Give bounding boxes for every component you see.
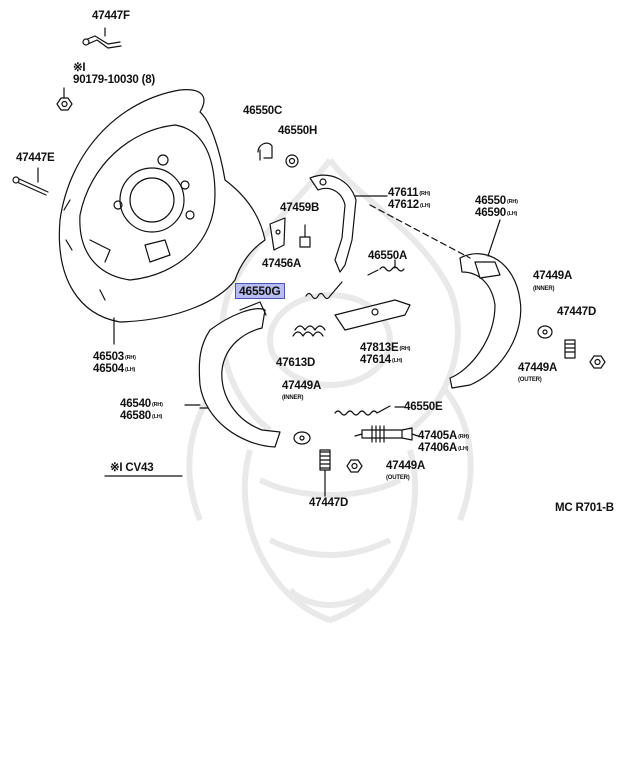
strut-47813e <box>334 299 411 331</box>
label-46550e: 46550E <box>404 401 443 413</box>
clip-47447f <box>82 27 122 49</box>
clip-46550c <box>257 142 273 161</box>
brake-shoe-46540 <box>184 301 281 448</box>
label-46550: 46550(RH) <box>475 195 518 207</box>
label-46540: 46540(RH) <box>120 398 163 410</box>
label-47612: 47612(LH) <box>388 199 431 211</box>
label-47613d: 47613D <box>276 357 316 369</box>
washer-47449a-outer-bottom <box>346 459 363 473</box>
label-47447f: 47447F <box>92 10 130 22</box>
diagram-code: MC R701-B <box>555 502 614 514</box>
label-outer-bottom: (OUTER) <box>386 475 410 481</box>
label-46590: 46590(LH) <box>475 207 518 219</box>
label-47406a: 47406A(LH) <box>418 442 469 454</box>
label-47813e: 47813E(RH) <box>360 342 411 354</box>
label-inner-right: (INNER) <box>533 286 555 292</box>
label-inner-mid: (INNER) <box>282 395 304 401</box>
label-46503: 46503(RH) <box>93 351 136 363</box>
label-46550h: 46550H <box>278 125 318 137</box>
label-47459b: 47459B <box>280 202 320 214</box>
label-46504: 46504(LH) <box>93 363 136 375</box>
nut-90179 <box>56 87 73 111</box>
spring-46550a <box>367 259 405 276</box>
bracket-47456a <box>269 217 286 251</box>
label-47405a: 47405A(RH) <box>418 430 469 442</box>
label-47614: 47614(LH) <box>360 354 403 366</box>
note-cv43: ※I CV43 <box>110 462 154 474</box>
clip-47613d <box>292 325 326 337</box>
spring-46550g <box>305 281 343 300</box>
lever-47611 <box>309 174 388 273</box>
label-47449a-right: 47449A <box>533 270 573 282</box>
washer-47449a-outer-right <box>589 355 606 369</box>
spring-47447d-right <box>564 339 576 359</box>
label-47447e: 47447E <box>16 152 55 164</box>
bolt-47447e <box>12 167 49 196</box>
label-46550c: 46550C <box>243 105 283 117</box>
label-46550g-highlighted[interactable]: 46550G <box>235 283 285 299</box>
label-47456a: 47456A <box>262 258 302 270</box>
label-outer-right: (OUTER) <box>518 377 542 383</box>
label-47449a-mid: 47449A <box>282 380 322 392</box>
adjuster-47405a <box>354 425 413 443</box>
washer-46550h <box>285 154 299 168</box>
washer-47449a-inner-right <box>537 325 553 339</box>
label-47447d-bottom: 47447D <box>309 497 349 509</box>
label-47611: 47611(RH) <box>388 187 431 199</box>
label-47447d-right: 47447D <box>557 306 597 318</box>
watermark-emblem <box>186 158 474 624</box>
label-47449a-bottom: 47449A <box>386 460 426 472</box>
backing-plate <box>58 89 266 345</box>
pin-47459b <box>299 224 311 248</box>
label-47449a-right-outer: 47449A <box>518 362 558 374</box>
spring-47447d-bottom <box>319 449 331 497</box>
note-mark: ※I <box>73 62 86 74</box>
label-46580: 46580(LH) <box>120 410 163 422</box>
washer-47449a-inner-mid <box>293 431 311 445</box>
label-46550a: 46550A <box>368 250 408 262</box>
label-90179: 90179-10030 (8) <box>73 74 156 86</box>
spring-46550e <box>334 405 391 416</box>
brake-shoe-46550 <box>449 219 522 389</box>
